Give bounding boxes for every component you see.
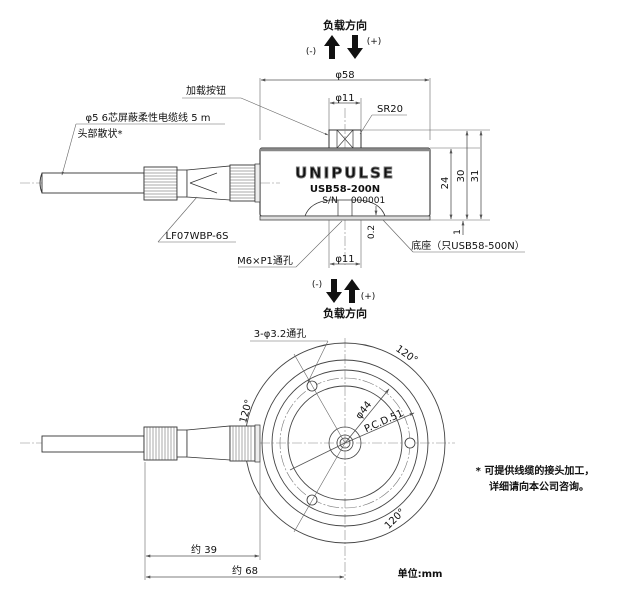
- load-direction-label-2: 负载方向: [323, 306, 367, 320]
- base-plate: [259, 215, 431, 221]
- dim-button-diameter: φ11: [335, 93, 354, 104]
- label-load-button: 加载按钮: [186, 84, 226, 97]
- connector: [143, 163, 261, 203]
- load-minus-label-2: (-): [312, 280, 322, 290]
- angle-label-bottom-right: 120°: [383, 507, 408, 532]
- load-direction-top: 负载方向 (-) (+): [306, 18, 381, 59]
- mount-hole: [404, 437, 416, 449]
- dim-approx-68: 约 68: [232, 564, 258, 577]
- load-direction-label: 负载方向: [323, 18, 367, 32]
- load-plus-label-2: (+): [361, 292, 376, 302]
- angle-label-top-right: 120°: [393, 344, 419, 367]
- label-thread: M6×P1通孔: [237, 255, 293, 267]
- load-plus-label: (+): [367, 37, 382, 47]
- label-connector: LF07WBP-6S: [166, 231, 229, 242]
- brand-logo: UNIPULSE: [295, 164, 395, 182]
- note-line-2: 详细请向本公司咨询。: [489, 480, 589, 493]
- dim-height-24: 24: [440, 177, 451, 190]
- cable: [41, 172, 145, 194]
- angle-label-left: 120°: [238, 398, 255, 424]
- dim-gap: 0.2: [367, 225, 377, 239]
- label-base: 底座（只USB58-500N）: [411, 239, 524, 252]
- dim-sr: SR20: [377, 104, 403, 115]
- label-cable: φ5 6芯屏蔽柔性电缆线 5 m: [86, 111, 211, 124]
- dim-base-1: 1: [453, 229, 463, 235]
- arrow-up-icon-2: [344, 279, 360, 303]
- label-holes: 3-φ3.2通孔: [254, 328, 306, 340]
- serial-label: S/N: [322, 196, 337, 206]
- serial-value: 000001: [351, 196, 385, 206]
- label-cable-end: 头部散状*: [78, 127, 123, 140]
- unit-label: 单位:mm: [398, 567, 443, 580]
- top-view: φ44 P.C.D.51 3-φ3.2通孔 120° 120° 120°: [20, 328, 455, 580]
- note-line-1: * 可提供线缆的接头加工，: [476, 464, 595, 477]
- dim-bottom-hole-diameter: φ11: [335, 254, 354, 265]
- side-view: φ58 φ11 SR20 加载按钮 UNIPULSE USB58-200N S/: [20, 70, 525, 268]
- dim-height-31: 31: [470, 170, 481, 183]
- dim-outer-diameter: φ58: [335, 70, 354, 81]
- load-direction-middle: (-) (+) 负载方向: [312, 279, 375, 320]
- arrow-up-icon: [324, 35, 340, 59]
- sensor-body: [259, 147, 431, 217]
- load-minus-label: (-): [306, 47, 316, 57]
- arrow-down-icon-2: [326, 279, 342, 303]
- arrow-down-icon: [347, 35, 363, 59]
- dim-approx-39: 约 39: [191, 543, 217, 556]
- dim-height-30: 30: [456, 170, 467, 183]
- model-label: USB58-200N: [310, 184, 380, 195]
